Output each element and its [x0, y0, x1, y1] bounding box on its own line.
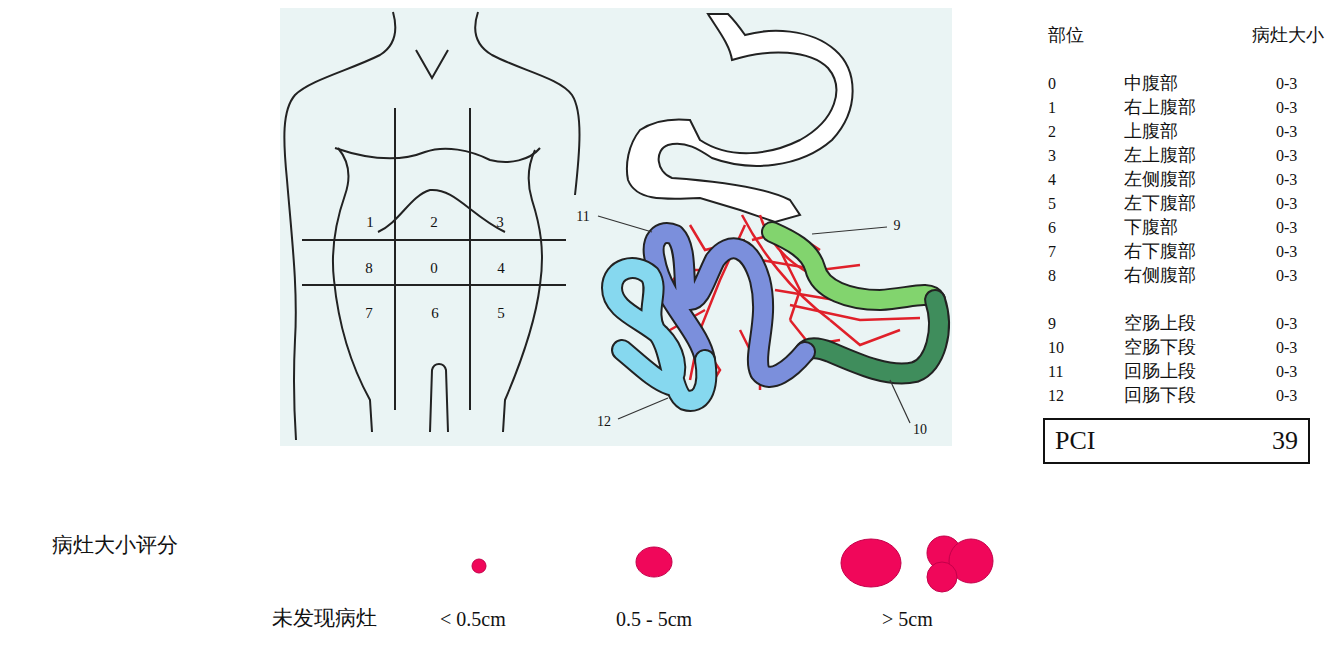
legend-text: 0.5 - 5cm: [616, 608, 692, 630]
table-cell: 0-3: [1276, 363, 1297, 381]
stomach: [627, 14, 853, 222]
legend-text: > 5cm: [882, 608, 933, 630]
table-cell: 5: [1048, 195, 1056, 213]
table-cell: 回肠上段: [1124, 362, 1196, 382]
table-cell: 0-3: [1276, 219, 1297, 237]
legend-text: 未发现病灶: [272, 607, 377, 630]
table-cell: 0-3: [1276, 195, 1297, 213]
callout-number: 9: [894, 218, 901, 233]
table-cell: 0-3: [1276, 243, 1297, 261]
table-cell: 中腹部: [1124, 74, 1178, 94]
table-cell: 右侧腹部: [1124, 266, 1196, 286]
table-cell: 3: [1048, 147, 1056, 165]
table-cell: 0-3: [1276, 147, 1297, 165]
intestines: [612, 232, 939, 401]
table-cell: 0-3: [1276, 171, 1297, 189]
region-number: 5: [497, 305, 505, 322]
table-cell: 12: [1048, 387, 1064, 405]
region-number: 3: [496, 214, 504, 231]
score-value: 39: [1272, 426, 1298, 456]
table-cell: 上腹部: [1124, 122, 1178, 142]
table-cell: 10: [1048, 339, 1064, 357]
region-number: 1: [366, 214, 374, 231]
table-cell: 空肠下段: [1124, 338, 1196, 358]
table-cell: 左侧腹部: [1124, 170, 1196, 190]
region-number: 6: [431, 305, 439, 322]
table-cell: 0-3: [1276, 267, 1297, 285]
table-cell: 0-3: [1276, 315, 1297, 333]
table-cell: 下腹部: [1124, 218, 1178, 238]
table-cell: 0-3: [1276, 75, 1297, 93]
body-outline: [284, 12, 579, 440]
table-cell: 0-3: [1276, 123, 1297, 141]
table-cell: 空肠上段: [1124, 314, 1196, 334]
callout-number: 10: [913, 422, 927, 437]
score-label: PCI: [1055, 426, 1095, 456]
score-box: PCI 39: [1043, 418, 1310, 464]
table-cell: 2: [1048, 123, 1056, 141]
table-cell: 0-3: [1276, 387, 1297, 405]
callout-number: 12: [597, 414, 611, 429]
table-cell: 0: [1048, 75, 1056, 93]
table-cell: 0-3: [1276, 99, 1297, 117]
region-number: 4: [497, 260, 505, 277]
table-cell: 8: [1048, 267, 1056, 285]
table-cell: 1: [1048, 99, 1056, 117]
table-cell: 回肠下段: [1124, 386, 1196, 406]
table-cell: 左下腹部: [1124, 194, 1196, 214]
region-grid: [302, 108, 566, 410]
table-cell: 右上腹部: [1124, 98, 1196, 118]
legend-text: < 0.5cm: [440, 608, 506, 630]
panel-ground: [280, 8, 952, 446]
size-dots: [472, 536, 993, 592]
table-cell: 11: [1048, 363, 1063, 381]
table-header: 病灶大小: [1252, 26, 1324, 46]
table-cell: 4: [1048, 171, 1056, 189]
table-cell: 左上腹部: [1124, 146, 1196, 166]
leader-lines: [598, 216, 910, 423]
table-header: 部位: [1048, 26, 1084, 46]
table-cell: 0-3: [1276, 339, 1297, 357]
table-cell: 9: [1048, 315, 1056, 333]
table-cell: 7: [1048, 243, 1056, 261]
region-number: 8: [365, 260, 373, 277]
region-number: 7: [365, 305, 373, 322]
region-number: 2: [430, 214, 438, 231]
table-cell: 右下腹部: [1124, 242, 1196, 262]
table-cell: 6: [1048, 219, 1056, 237]
callout-number: 11: [576, 209, 589, 224]
region-number: 0: [430, 260, 438, 277]
legend-text: 病灶大小评分: [52, 534, 178, 557]
